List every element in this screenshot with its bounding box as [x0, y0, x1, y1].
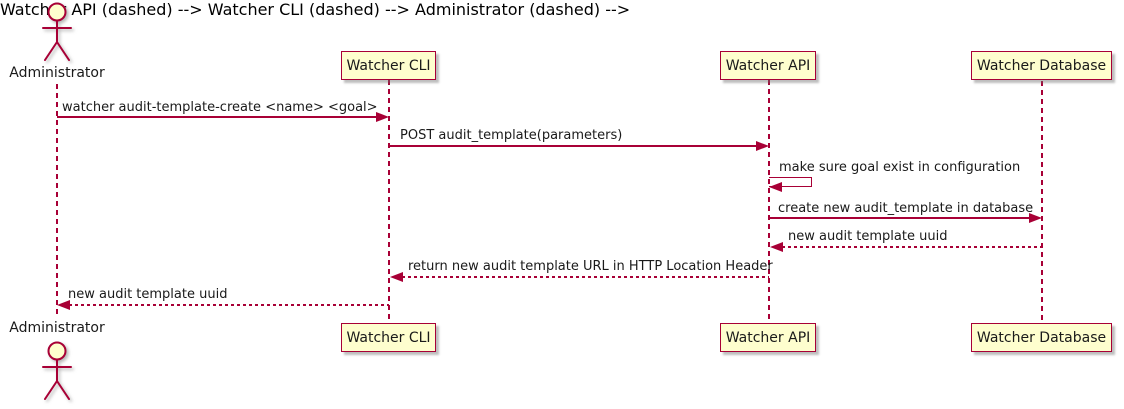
actor-administrator-bottom-icon	[42, 341, 72, 400]
message-label: new audit template uuid	[68, 287, 228, 302]
actor-administrator-top-icon	[42, 2, 72, 61]
message-label: return new audit template URL in HTTP Lo…	[408, 259, 773, 274]
lifeline-watcher-database	[1041, 81, 1043, 323]
arrowhead-right-icon	[756, 141, 769, 151]
message-label: make sure goal exist in configuration	[779, 160, 1021, 175]
participant-watcher-database-top: Watcher Database	[971, 51, 1112, 80]
participant-watcher-api-bottom: Watcher API	[720, 323, 816, 352]
message-line	[769, 217, 1031, 219]
self-message-loop	[769, 177, 812, 187]
message-label: new audit template uuid	[788, 229, 948, 244]
message-label: create new audit_template in database	[778, 201, 1034, 216]
arrowhead-right-icon	[1029, 213, 1042, 223]
participant-watcher-api-top: Watcher API	[720, 51, 816, 80]
participant-watcher-cli-bottom: Watcher CLI	[341, 323, 436, 352]
message-line	[69, 304, 389, 306]
message-label: watcher audit-template-create <name> <go…	[62, 100, 378, 115]
lifeline-watcher-api	[768, 80, 770, 323]
arrowhead-left-icon	[770, 242, 783, 252]
arrowhead-left-icon	[57, 300, 70, 310]
arrowhead-left-icon	[769, 182, 782, 192]
actor-administrator-top-label: Administrator	[9, 65, 105, 81]
message-label: POST audit_template(parameters)	[400, 128, 623, 143]
arrowhead-left-icon	[390, 272, 403, 282]
participant-watcher-cli-top: Watcher CLI	[341, 51, 436, 80]
lifeline-watcher-cli	[388, 80, 390, 323]
actor-administrator-bottom-label: Administrator	[9, 320, 105, 336]
message-line	[389, 145, 757, 147]
message-line	[402, 276, 769, 278]
message-line	[57, 116, 377, 118]
arrowhead-right-icon	[376, 112, 389, 122]
message-line	[782, 246, 1042, 248]
lifeline-administrator	[56, 84, 58, 318]
participant-watcher-database-bottom: Watcher Database	[971, 323, 1112, 352]
